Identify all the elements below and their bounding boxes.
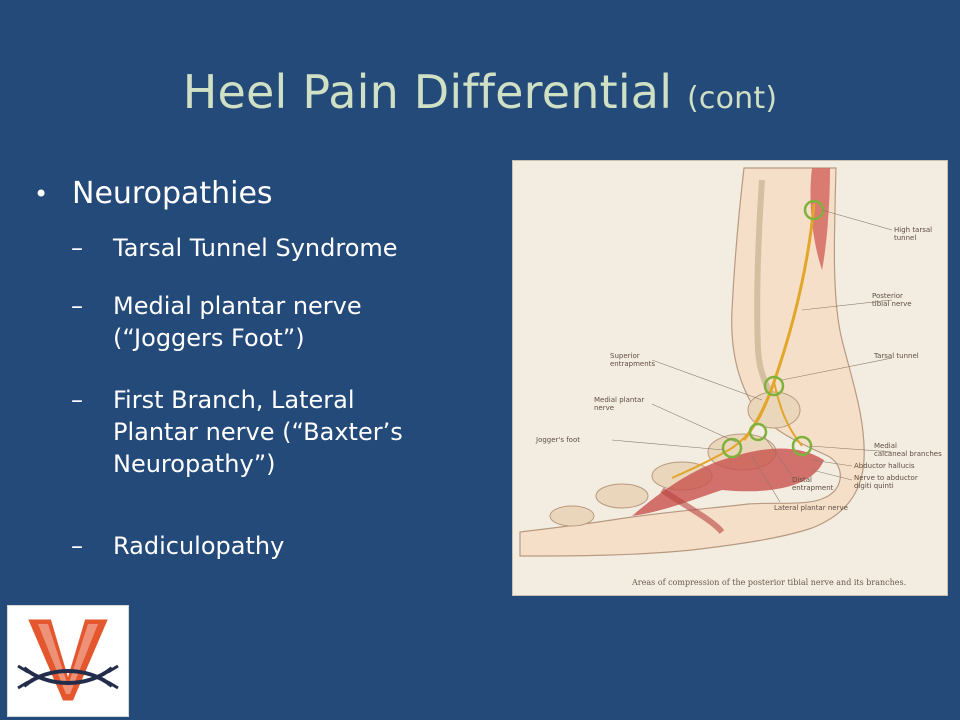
foot-anatomy-figure: High tarsal tunnel Posterior tibial nerv… — [512, 160, 948, 596]
dash-icon: – — [71, 532, 83, 560]
label-posterior-tibial: Posterior tibial nerve — [872, 292, 912, 308]
subitem-tarsal-tunnel: – Tarsal Tunnel Syndrome — [71, 232, 483, 264]
subitem-line: Plantar nerve (“Baxter’s — [113, 418, 403, 446]
virginia-logo — [8, 606, 128, 716]
label-joggers-foot: Jogger's foot — [536, 436, 580, 444]
subitem-line: Neuropathy”) — [113, 450, 276, 478]
label-nerve-abductor: Nerve to abductor digiti quinti — [854, 474, 918, 490]
title-main: Heel Pain Differential — [182, 65, 673, 119]
label-line: Posterior — [872, 292, 903, 300]
label-line: digiti quinti — [854, 482, 894, 490]
figure-caption: Areas of compression of the posterior ti… — [632, 578, 907, 587]
subitem-line: (“Joggers Foot”) — [113, 324, 305, 352]
label-line: Superior — [610, 352, 640, 360]
label-line: nerve — [594, 404, 615, 412]
label-line: tibial nerve — [872, 300, 912, 308]
label-superior-entrapments: Superior entrapments — [610, 352, 655, 368]
subitem-radiculopathy: – Radiculopathy — [71, 530, 483, 562]
subitem-line: Medial plantar nerve — [113, 292, 362, 320]
label-line: entrapment — [792, 484, 834, 492]
label-tarsal-tunnel: Tarsal tunnel — [874, 352, 919, 360]
label-line: High tarsal — [894, 226, 933, 234]
title-suffix: (cont) — [687, 81, 778, 116]
slide-title: Heel Pain Differential (cont) — [0, 62, 960, 129]
label-lateral-plantar: Lateral plantar nerve — [774, 504, 848, 512]
subitem-first-branch: – First Branch, Lateral Plantar nerve (“… — [71, 384, 483, 480]
label-line: Medial — [874, 442, 897, 450]
bullet-icon: • — [34, 180, 49, 208]
subitem-line: First Branch, Lateral — [113, 386, 355, 414]
label-line: entrapments — [610, 360, 656, 368]
label-medial-plantar: Medial plantar nerve — [594, 396, 644, 412]
dash-icon: – — [71, 386, 83, 414]
label-line: Nerve to abductor — [854, 474, 918, 482]
bullet-neuropathies: • Neuropathies — [34, 174, 273, 214]
v-sabres-icon — [17, 616, 119, 704]
label-line: tunnel — [894, 234, 917, 242]
subitem-medial-plantar: – Medial plantar nerve (“Joggers Foot”) — [71, 290, 483, 354]
foot-anatomy-illustration — [519, 167, 893, 557]
label-medial-calcaneal: Medial calcaneal branches — [874, 442, 942, 458]
label-high-tarsal: High tarsal tunnel — [894, 226, 932, 242]
label-line: Distal — [792, 476, 812, 484]
label-line: Medial plantar — [594, 396, 645, 404]
subitem-line: Tarsal Tunnel Syndrome — [113, 234, 398, 262]
label-distal-entrapment: Distal entrapment — [792, 476, 833, 492]
dash-icon: – — [71, 234, 83, 262]
label-line: calcaneal branches — [874, 450, 942, 458]
bullet-label: Neuropathies — [72, 176, 273, 211]
label-abductor-hallucis: Abductor hallucis — [854, 462, 915, 470]
subitem-line: Radiculopathy — [113, 532, 285, 560]
dash-icon: – — [71, 292, 83, 320]
